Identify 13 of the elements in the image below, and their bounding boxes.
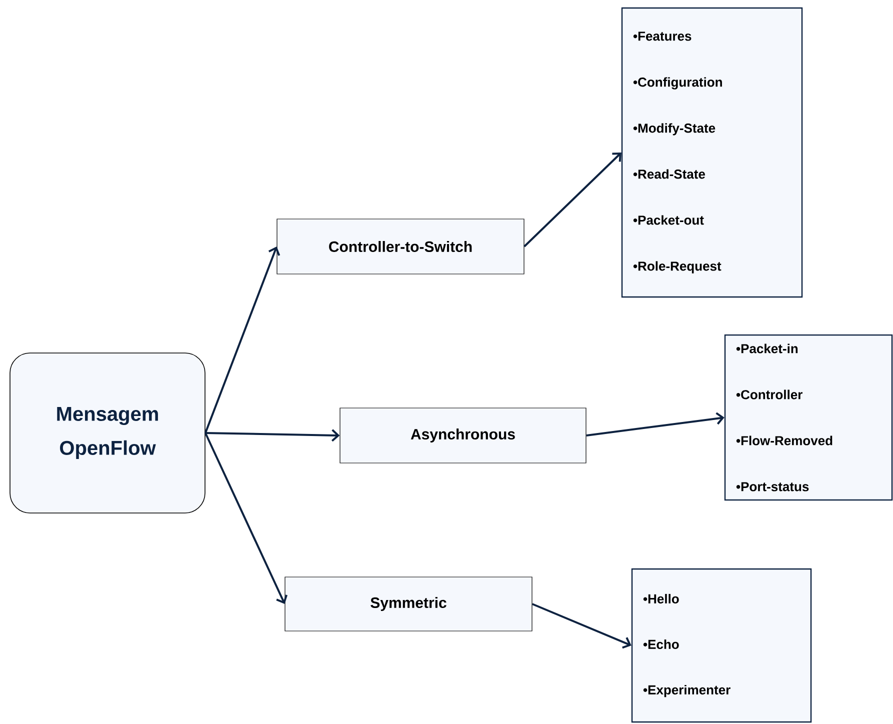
arrow [586, 412, 724, 436]
rounded-box: Mensagem OpenFlow [10, 352, 206, 514]
process-box: Symmetric [284, 576, 532, 632]
arrow [524, 152, 622, 248]
arrow [205, 429, 340, 442]
process-box: Asynchronous [340, 408, 586, 464]
list-box: •Features •Configuration •Modify-State •Read-State •Packet-out •Role-Request [621, 7, 803, 298]
process-box: Controller-to-Switch [276, 218, 524, 274]
list-box: •Hello •Echo •Experimenter [631, 568, 812, 723]
arrow [204, 246, 280, 434]
arrow [204, 432, 288, 604]
arrow [532, 603, 632, 649]
list-box: •Packet-in •Controller •Flow-Removed •Port-status [724, 334, 893, 501]
